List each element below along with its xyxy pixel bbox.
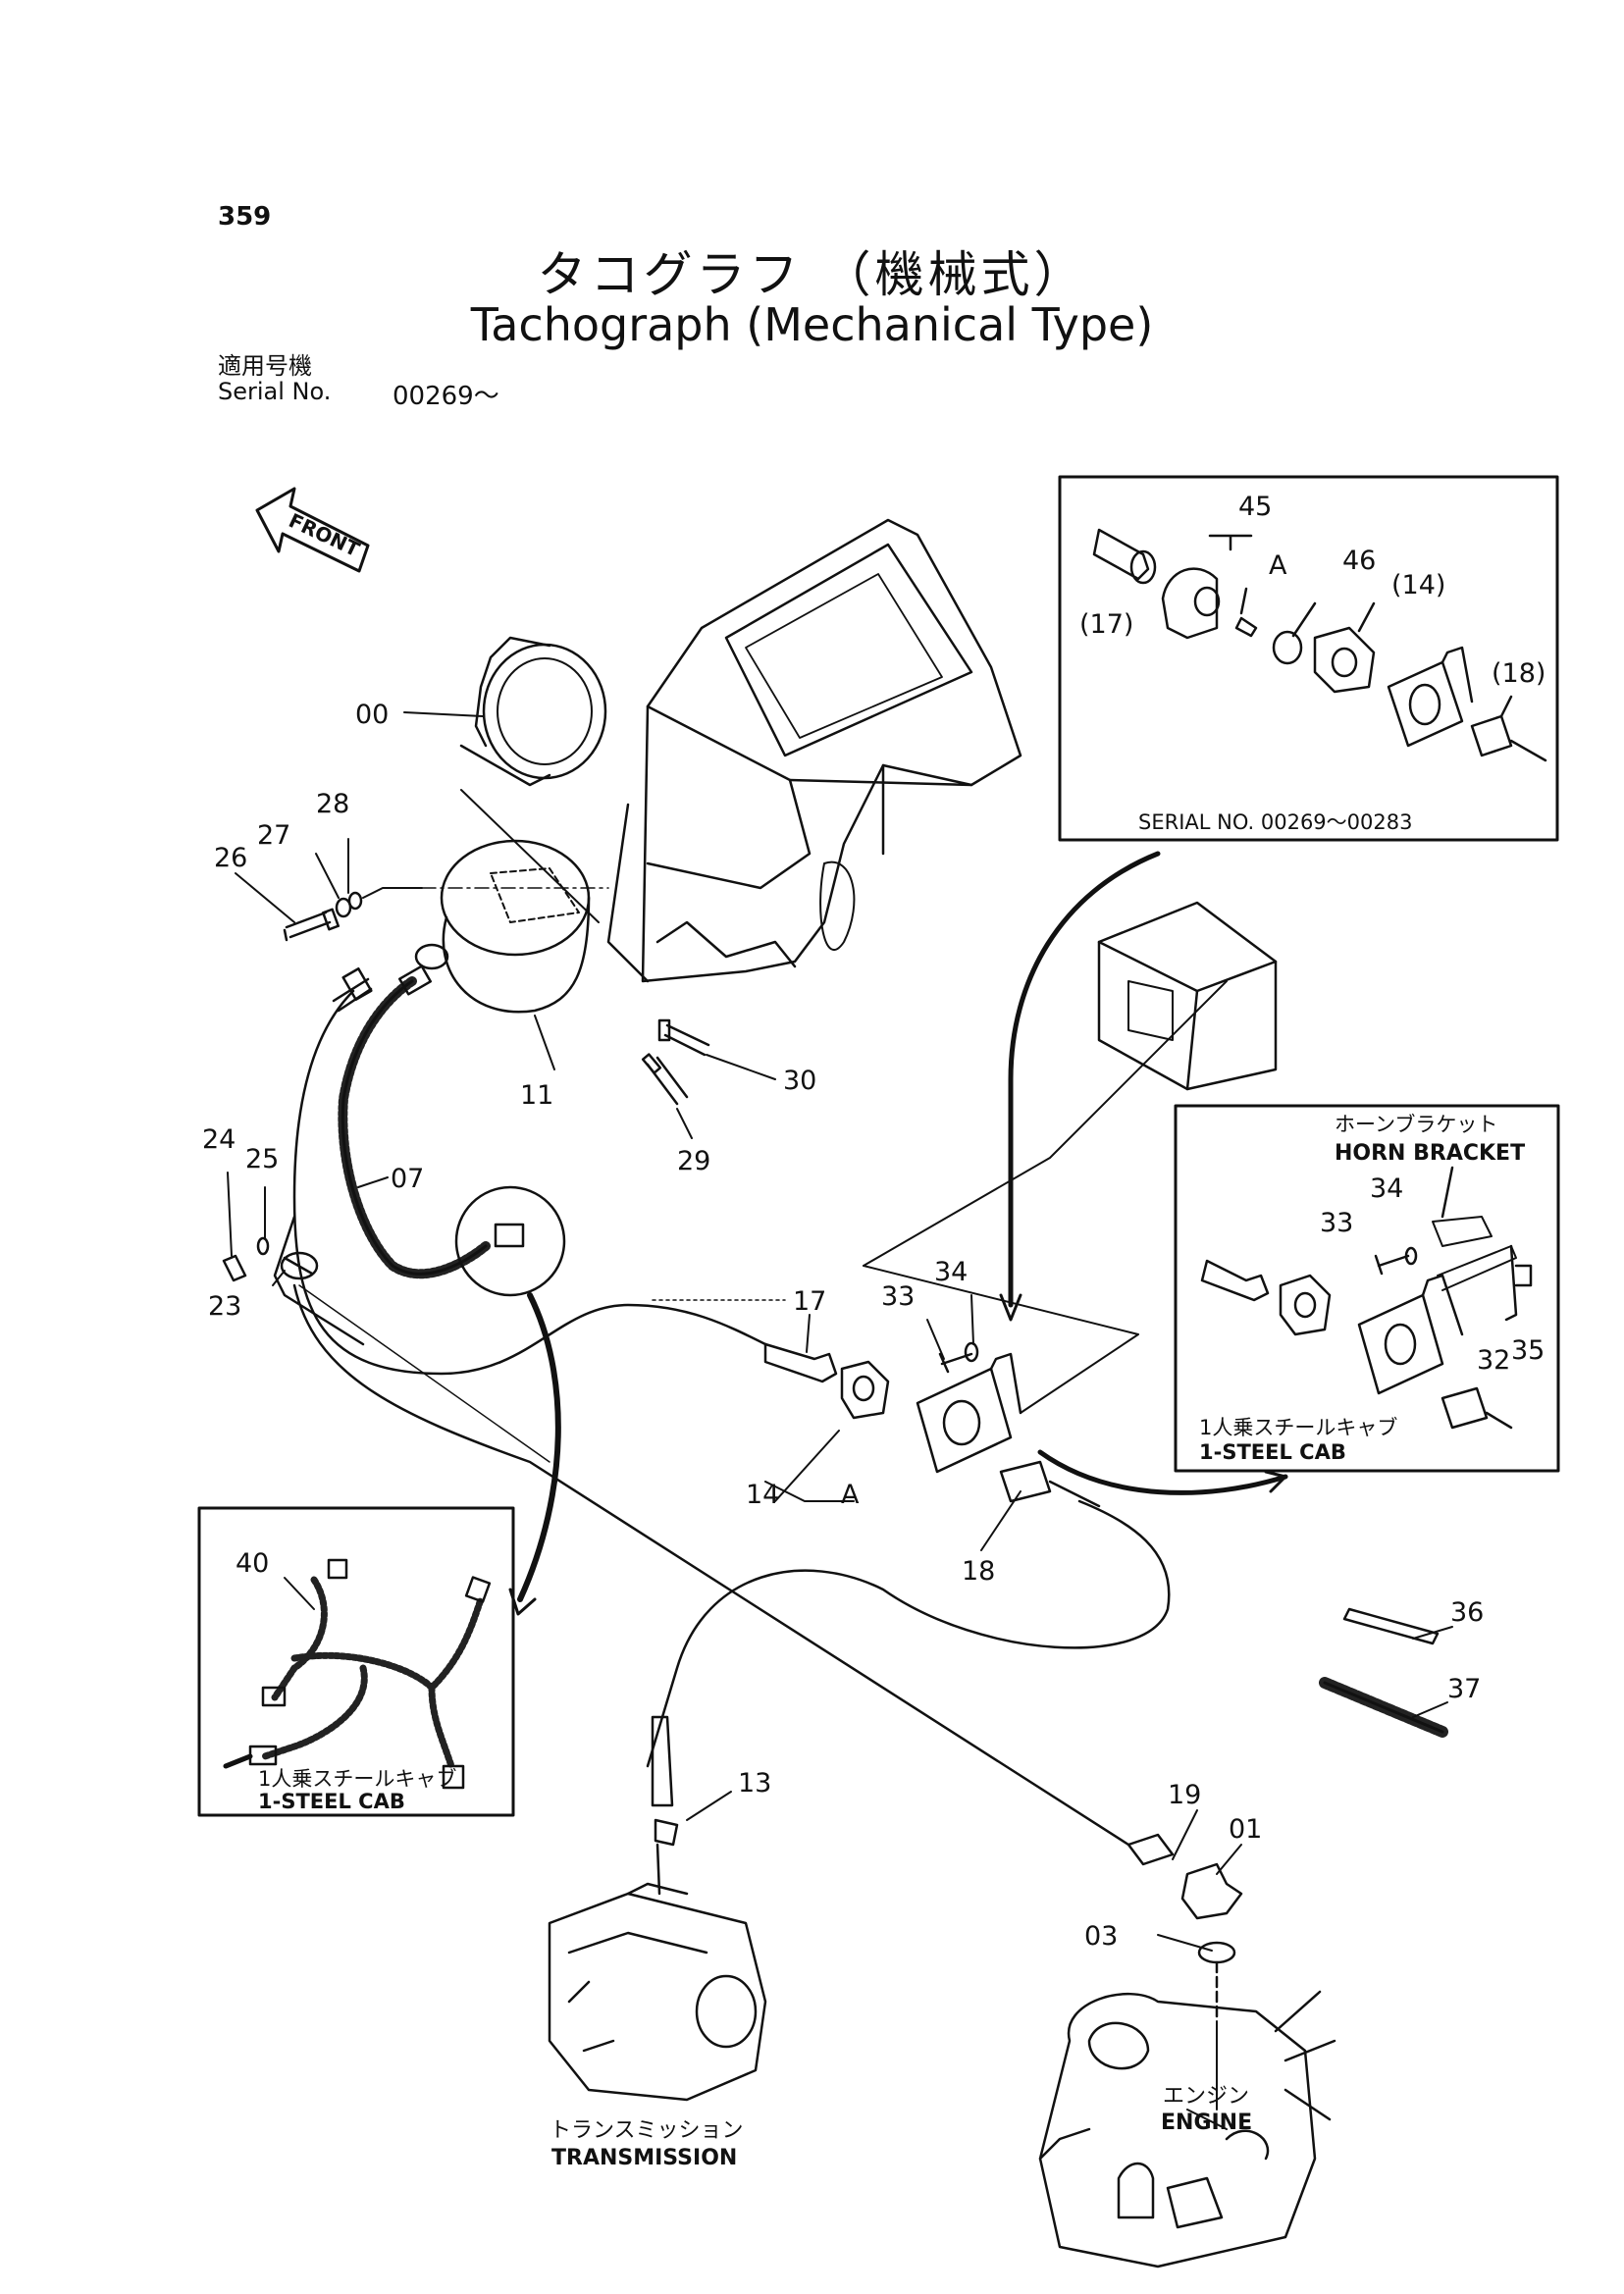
arrow-horn [1037, 1449, 1288, 1495]
horn-label-35: 35 [1511, 1335, 1545, 1366]
bracket-line-upper [863, 980, 1228, 1267]
callout-25: 25 [245, 1144, 279, 1174]
leader-lines [227, 711, 1453, 2130]
horn-label-32: 32 [1477, 1345, 1510, 1376]
callout-26: 26 [214, 843, 247, 873]
sensor-18 [999, 1460, 1101, 1508]
callout-00: 00 [355, 700, 389, 730]
transmission-cable [646, 1499, 1171, 1768]
harness-caption-jp: 1人乗スチールキャブ [258, 1767, 456, 1791]
horn-title-jp: ホーンブラケット [1335, 1113, 1497, 1136]
screw-29 [641, 1053, 689, 1106]
sensor-17 [763, 1342, 838, 1383]
junction-box [1097, 901, 1278, 1091]
connector-detail-circle [454, 1185, 566, 1297]
serial-label-jp: 適用号機 [218, 352, 312, 380]
leader-A [764, 1481, 855, 1502]
title-japanese: タコグラフ （機械式） [0, 235, 1624, 306]
callout-29: 29 [677, 1146, 710, 1176]
inset-label-45: 45 [1238, 492, 1272, 522]
washer-28 [347, 891, 363, 911]
callout-28: 28 [316, 789, 349, 819]
title-jp-paren: （機械式） [821, 246, 1087, 303]
callout-18: 18 [962, 1556, 995, 1587]
serial-value: 00269～ [393, 382, 499, 411]
inset-harness: 1人乗スチールキャブ 1-STEEL CAB [197, 1506, 515, 1817]
bracket-line [863, 1265, 1139, 1414]
cable-tie-36 [1342, 1607, 1440, 1645]
horn-label-34: 34 [1370, 1173, 1403, 1204]
callout-17: 17 [793, 1286, 826, 1317]
console-housing [606, 518, 1022, 983]
callout-11: 11 [520, 1080, 553, 1111]
transmission-drawing [548, 1715, 767, 2102]
callout-A: A [841, 1480, 860, 1510]
washer-27 [335, 897, 352, 918]
clamp-23 [280, 1251, 319, 1280]
callout-23: 23 [208, 1291, 241, 1322]
callout-34: 34 [934, 1257, 968, 1287]
callout-33: 33 [881, 1281, 915, 1312]
meter-case [440, 789, 600, 1014]
transmission-label-jp: トランスミッション [550, 2118, 744, 2143]
screw-30 [657, 1018, 710, 1057]
inset-horn-bracket: ホーンブラケット HORN BRACKET 33 34 32 35 1人乗スチー… [1174, 1104, 1560, 1473]
callout-40: 40 [236, 1548, 269, 1579]
gasket-plate [916, 1352, 1022, 1474]
title-english: Tachograph (Mechanical Type) [470, 298, 1154, 351]
cable-07 [338, 943, 491, 1279]
transmission-label-en: TRANSMISSION [551, 2146, 737, 2170]
callout-14: 14 [746, 1480, 779, 1510]
speedometer-cable [273, 966, 767, 1376]
inset-serial-caption: SERIAL NO. 00269～00283 [1138, 810, 1412, 834]
arrow-serial-head [999, 1293, 1022, 1322]
inset-label-14: (14) [1391, 570, 1445, 600]
callout-01: 01 [1229, 1814, 1262, 1845]
callout-36: 36 [1450, 1597, 1484, 1628]
inset-label-46: 46 [1342, 546, 1376, 576]
tachograph-unit [459, 636, 607, 787]
serial-label: 適用号機 Serial No. [218, 353, 331, 404]
horn-label-33: 33 [1320, 1208, 1353, 1238]
arrow-horn-head [1264, 1470, 1287, 1493]
engine-label-en: ENGINE [1161, 2111, 1252, 2135]
callout-24: 24 [202, 1124, 236, 1155]
connector-plug [494, 1223, 525, 1248]
sensor-14 [840, 1360, 890, 1420]
callout-03: 03 [1084, 1921, 1118, 1952]
inset-label-17: (17) [1079, 609, 1133, 640]
engine-label-jp: エンジン [1163, 2084, 1249, 2109]
front-arrow-icon: FRONT [255, 487, 370, 573]
engine-drawing [1038, 1833, 1336, 2268]
cable-engine-guide [298, 1284, 550, 1463]
protector-37 [1319, 1677, 1448, 1738]
callout-27: 27 [257, 820, 290, 851]
callout-13: 13 [738, 1768, 771, 1799]
bolt-26 [283, 908, 341, 942]
washer-25 [256, 1236, 270, 1256]
callout-19: 19 [1168, 1780, 1201, 1810]
arrow-serial [1008, 851, 1161, 1308]
inset-label-A: A [1269, 550, 1287, 581]
inset-serial-range: SERIAL NO. 00269～00283 45 A 46 (14) (17)… [1058, 475, 1559, 842]
callout-37: 37 [1447, 1674, 1481, 1704]
horn-title-en: HORN BRACKET [1335, 1141, 1525, 1166]
washer-34 [964, 1341, 979, 1363]
horn-caption-en: 1-STEEL CAB [1199, 1440, 1346, 1464]
horn-caption-jp: 1人乗スチールキャブ [1199, 1416, 1397, 1439]
title-jp-main: タコグラフ [537, 246, 803, 303]
cable-engine [292, 1283, 1130, 1847]
callout-07: 07 [391, 1164, 424, 1194]
leader-bolt [362, 887, 423, 899]
callout-30: 30 [783, 1066, 816, 1096]
callout-labels: 00 26 27 28 11 29 30 24 25 23 07 17 33 3… [202, 700, 1484, 2170]
page-number: 359 [218, 202, 272, 232]
harness-caption-en: 1-STEEL CAB [258, 1790, 405, 1813]
bolt-24 [222, 1254, 247, 1282]
inset-label-18: (18) [1492, 658, 1545, 689]
arrow-harness [517, 1292, 561, 1602]
serial-label-en: Serial No. [218, 378, 332, 405]
